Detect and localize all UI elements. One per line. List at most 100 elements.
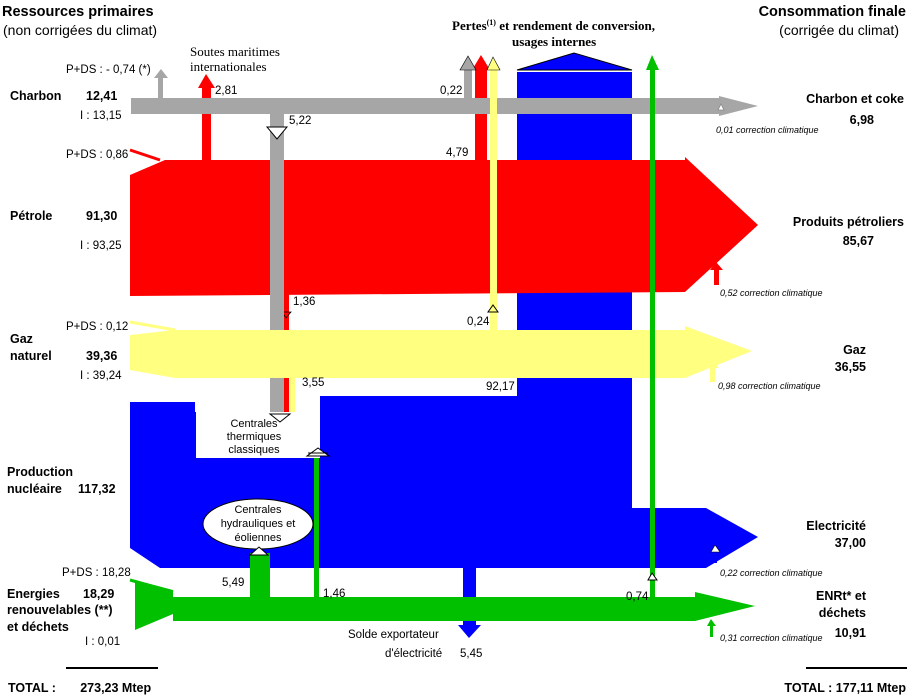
enr-main-band [135,580,755,630]
gaz-name-1: Gaz [10,332,33,346]
final-elec-corr: 0,22 correction climatique [720,568,823,578]
final-charbon-name: Charbon et coke [806,92,904,106]
charbon-loss-arrowhead [459,55,477,71]
petrole-value: 91,30 [86,209,117,223]
hydro-value: 5,49 [222,577,244,589]
petrole-loss-value: 4,79 [446,147,468,159]
enr-pds-line [129,578,174,594]
petrole-centrales-value: 1,36 [293,296,315,308]
final-enr-corr: 0,31 correction climatique [720,633,823,643]
thermal-plant-box [196,412,320,458]
charbon-value: 12,41 [86,89,117,103]
thermal-valve-top [268,413,292,423]
enr-name-2: renouvelables (**) [7,603,113,617]
enr-to-thermal [314,453,319,599]
nucleaire-value: 117,32 [78,482,116,496]
charbon-imports: I : 13,15 [80,110,122,122]
final-gaz-value: 36,55 [835,360,866,374]
export-label-2: d'électricité [385,648,442,660]
corr-arrow-elec [710,544,721,563]
thermal-valve-right [305,447,331,457]
soutes-value: 2,81 [215,85,237,97]
enr-thermal-value: 1,46 [323,588,345,600]
enr-value: 18,29 [83,587,114,601]
final-charbon-corr: 0,01 correction climatique [716,125,819,135]
gaz-pds: P+DS : 0,12 [66,321,128,333]
final-elec-value: 37,00 [835,536,866,550]
final-charbon-value: 6,98 [850,113,874,127]
charbon-main-band [131,98,721,114]
final-petrole-name: Produits pétroliers [793,215,904,229]
total-right: TOTAL : 177,11 Mtep [784,681,906,695]
soutes-flow [202,88,211,163]
corr-arrow-charbon [717,103,725,111]
charbon-loss-value: 0,22 [440,85,462,97]
final-gaz-name: Gaz [843,343,866,357]
final-elec-name: Electricité [806,519,866,533]
charbon-valve [265,126,289,140]
petrole-pds-line [129,148,161,162]
charbon-name: Charbon [10,89,61,103]
enr-pds: P+DS : 18,28 [62,567,131,579]
elec-loss-value: 92,17 [486,381,515,393]
gaz-pds-line [129,320,176,332]
petrole-main-band [130,157,758,296]
export-arrowhead [458,625,481,638]
corr-arrow-enr [707,619,716,637]
corr-arrow-petrole [710,262,723,285]
gaz-imports: I : 39,24 [80,370,122,382]
final-enr-value: 10,91 [835,626,866,640]
charbon-flows [131,55,758,412]
petrole-name: Pétrole [10,209,52,223]
enr-valve [647,572,658,581]
left-header-sub: (non corrigées du climat) [3,22,157,38]
enr-loss-flow [650,68,655,599]
enr-name-1: Energies [7,587,60,601]
left-header-title: Ressources primaires [2,4,154,20]
soutes-arrowhead [198,74,215,88]
petrole-pds: P+DS : 0,86 [66,149,128,161]
petrole-loss-arrowhead [472,55,490,70]
losses-roof [516,52,633,71]
corr-arrow-gaz [706,360,719,382]
hydro-box-line-2: hydrauliques et [221,518,296,530]
gaz-loss-value: 0,24 [467,316,490,328]
thermal-box-line-3: classiques [228,444,280,456]
gaz-loss-flow [490,70,497,332]
enr-imports: I : 0,01 [85,636,120,648]
final-petrole-corr: 0,52 correction climatique [720,288,823,298]
nuclear-input-band [130,72,758,568]
export-label-1: Solde exportateur [348,629,439,641]
nucleaire-name-1: Production [7,465,73,479]
charbon-centrales-value: 5,22 [289,115,311,127]
charbon-loss-flow [464,70,472,100]
hydro-box-line-3: éoliennes [234,532,282,544]
nucleaire-name-2: nucléaire [7,482,62,496]
gaz-name-2: naturel [10,349,52,363]
charbon-pds: P+DS : - 0,74 (*) [66,64,151,76]
losses-title: Pertes(1) et rendement de conversion, [452,18,655,33]
enr-loss-value: 0,74 [626,591,649,603]
gaz-to-centrales [289,376,295,414]
export-value: 5,45 [460,648,482,660]
hydro-box-line-1: Centrales [234,504,282,516]
final-enr-name-2: déchets [819,606,866,620]
enr-name-3: et déchets [7,620,69,634]
bunkers-label-1: Soutes maritimes [190,44,280,59]
petrole-loss-flow [475,70,487,162]
charbon-pds-stub [158,76,163,100]
total-left: TOTAL : 273,23 Mtep [8,681,151,695]
hydro-flow [250,553,270,600]
petrole-imports: I : 93,25 [80,240,122,252]
gaz-value: 39,36 [86,349,117,363]
final-gaz-corr: 0,98 correction climatique [718,381,821,391]
hydro-valve [248,546,270,556]
gaz-loss-arrowhead [486,56,501,71]
gaz-main-band [130,326,752,378]
thermal-box-line-2: thermiques [227,431,282,443]
enr-loss-arrowhead [646,55,659,70]
charbon-arrowhead [719,96,758,116]
final-petrole-value: 85,67 [843,234,874,248]
gaz-valve [487,304,499,313]
